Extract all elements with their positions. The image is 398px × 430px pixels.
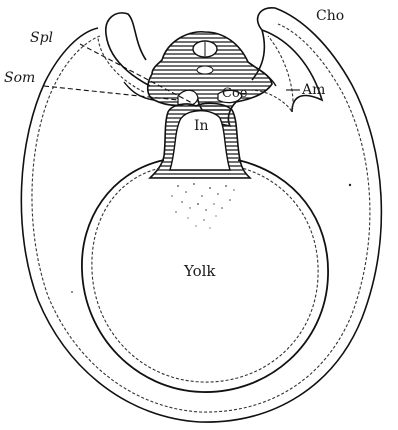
gut-stalk (150, 103, 250, 178)
yolk-stipple (171, 183, 234, 228)
stray-dot (349, 184, 351, 186)
label-am: Am (301, 82, 325, 98)
label-cho: Cho (316, 8, 344, 24)
label-in: In (194, 118, 209, 134)
stray-dot (71, 291, 73, 293)
label-spl: Spl (30, 30, 53, 46)
label-coe: Coe (222, 86, 248, 101)
label-yolk: Yolk (183, 262, 216, 280)
label-som: Som (4, 70, 35, 86)
notochord (197, 66, 213, 74)
left-amnion-fold (98, 13, 150, 92)
